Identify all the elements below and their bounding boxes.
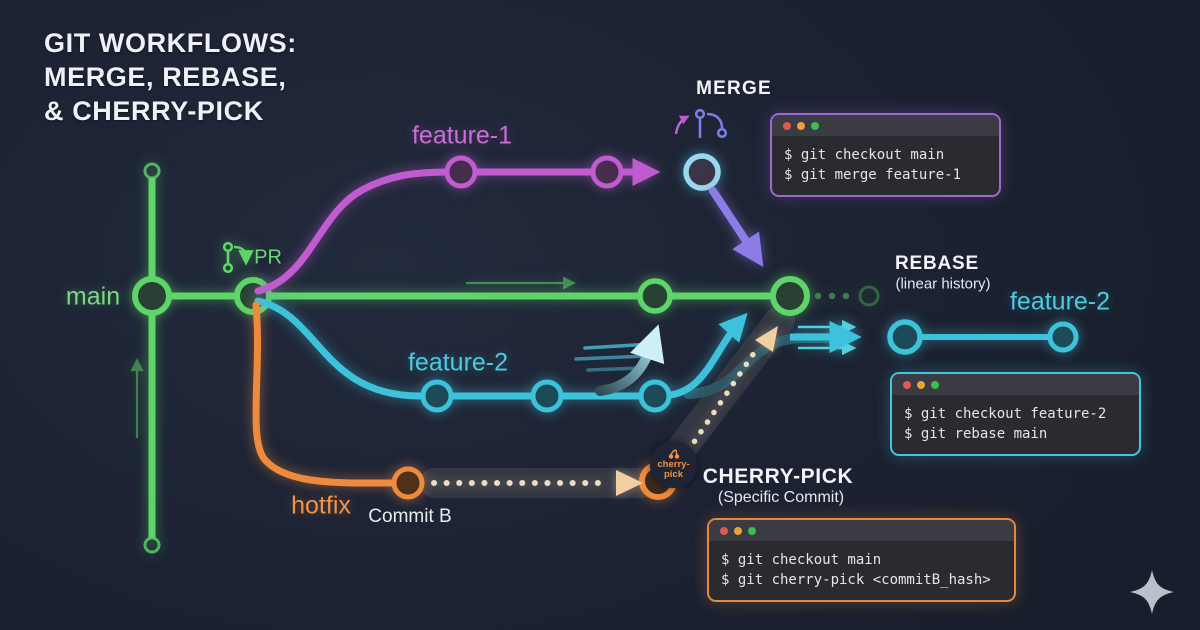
feature1-line: [254, 158, 661, 295]
terminal-titlebar: [772, 115, 999, 136]
terminal-titlebar: [709, 520, 1014, 541]
cherry-arrowhead: [755, 326, 778, 352]
feature1-branch: [254, 155, 661, 295]
branch-label-feature2-rebased: feature-2: [1009, 287, 1111, 316]
terminal-command: $ git checkout feature-2: [904, 406, 1107, 422]
commit-node: [530, 379, 564, 413]
hotfix-line: [252, 301, 398, 487]
merge-curl-arrow: [674, 115, 690, 135]
terminal-command: $ git cherry-pick <commitB_hash>: [721, 572, 991, 588]
traffic-light-yellow: [917, 380, 925, 389]
commit-node: [638, 379, 672, 413]
branch-label-feature1: feature-1: [411, 121, 513, 150]
cherry-pick-terminal: $ git checkout main $ git cherry-pick <c…: [707, 518, 1016, 602]
traffic-light-green: [748, 526, 756, 535]
cherry-section-subtitle: (Specific Commit): [717, 489, 845, 506]
terminal-command: $ git checkout main: [721, 552, 882, 568]
terminal-body: $ git checkout main $ git cherry-pick <c…: [709, 541, 1014, 600]
rebase-terminal: $ git checkout feature-2 $ git rebase ma…: [890, 372, 1141, 456]
commit-node: [132, 276, 172, 316]
speed-arrow: [595, 324, 665, 396]
terminal-command: $ git rebase main: [904, 426, 1048, 442]
cherry-icon: [668, 449, 679, 459]
rebase-group: [790, 319, 1079, 356]
merge-commit-node: [683, 153, 721, 191]
cherry-section-title: CHERRY-PICK: [702, 465, 854, 488]
speed-arrow-group: [574, 324, 665, 396]
branch-label-feature2: feature-2: [407, 348, 509, 377]
merge-target-node: [770, 276, 810, 316]
cherry-pick-paths: [431, 326, 778, 496]
git-merge-icon: [674, 108, 728, 139]
commit-node: [444, 155, 478, 189]
commit-node: [590, 155, 624, 189]
cherry-light-beam: [420, 305, 795, 498]
terminal-body: $ git checkout main $ git merge feature-…: [772, 136, 999, 195]
traffic-light-red: [720, 526, 728, 535]
title-line: GIT WORKFLOWS:: [44, 28, 297, 58]
page-title: GIT WORKFLOWS: MERGE, REBASE, & CHERRY-P…: [44, 26, 297, 128]
feature2-merge-curve: [656, 312, 748, 400]
merge-section-title: MERGE: [696, 78, 772, 99]
badge-text: cherry-: [657, 459, 690, 471]
branch-label-hotfix: hotfix: [291, 491, 351, 520]
main-bottom-node: [143, 536, 161, 554]
rebased-commit-node: [1047, 321, 1079, 353]
merge-terminal: $ git checkout main $ git merge feature-…: [770, 113, 1001, 197]
traffic-light-red: [783, 121, 791, 130]
future-dots: [814, 292, 850, 300]
pr-label: PR: [254, 246, 282, 269]
terminal-titlebar: [892, 374, 1139, 395]
ghost-node: [858, 285, 880, 307]
commit-b-node: [391, 466, 425, 500]
traffic-light-green: [931, 380, 939, 389]
feature2-line: [254, 297, 662, 400]
terminal-body: $ git checkout feature-2 $ git rebase ma…: [892, 395, 1139, 454]
title-line: & CHERRY-PICK: [44, 96, 264, 127]
traffic-light-yellow: [797, 121, 805, 130]
merge-arrow: [709, 187, 764, 268]
terminal-command: $ git merge feature-1: [784, 167, 962, 183]
commit-node: [420, 379, 454, 413]
cherry-pick-badge: cherry- pick: [650, 441, 697, 488]
commit-b-label: Commit B: [368, 506, 452, 527]
title-line: MERGE, REBASE,: [44, 62, 287, 93]
badge-text: pick: [663, 469, 683, 480]
branch-label-main: main: [65, 282, 121, 311]
traffic-light-yellow: [734, 526, 742, 535]
terminal-command: $ git checkout main: [784, 147, 945, 163]
traffic-light-red: [903, 380, 911, 389]
feature2-branch: [254, 297, 748, 413]
cherry-arrowhead: [616, 470, 643, 496]
pull-request-icon: [222, 241, 254, 274]
merge-commit-group: [683, 153, 764, 268]
sparkle-icon: [1130, 570, 1174, 614]
commit-node: [637, 278, 673, 314]
main-top-node: [143, 162, 161, 180]
rebase-section-title: REBASE: [895, 253, 979, 274]
rebased-commit-node: [887, 319, 923, 355]
rebase-section-subtitle: (linear history): [895, 275, 991, 293]
traffic-light-green: [811, 121, 819, 130]
